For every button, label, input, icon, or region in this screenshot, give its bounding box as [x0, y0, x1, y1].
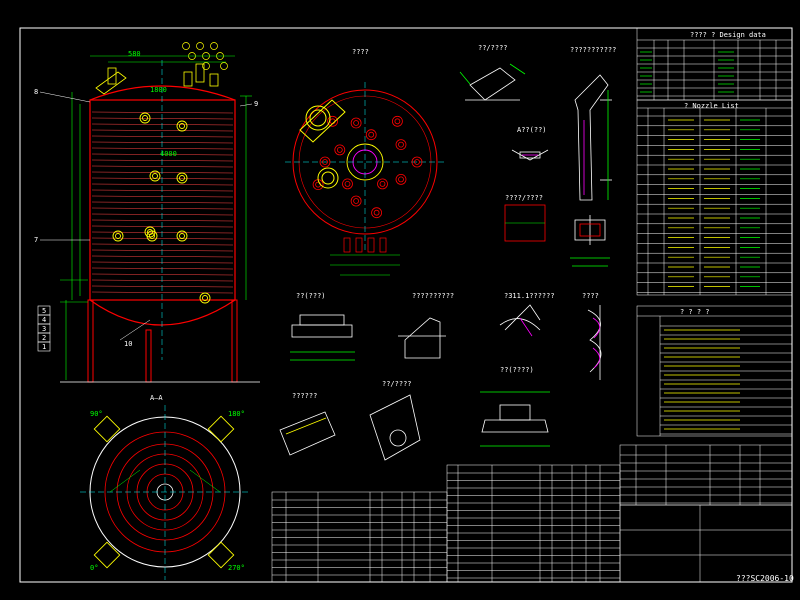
title-block: [619, 504, 793, 583]
detail-label-4: ????/????: [505, 194, 543, 202]
notes-title: ? ? ? ?: [680, 308, 710, 316]
drawing-number: ???SC2006-10: [736, 574, 794, 583]
detail-label-2: ???????????: [570, 46, 617, 54]
detail-label-7: ?311.1??????: [504, 292, 555, 300]
width-dimension: 1800: [150, 86, 167, 94]
sheet-frame: [19, 27, 793, 583]
detail-label-9: ??(????): [500, 366, 534, 374]
part-marker-2: 2: [42, 334, 47, 342]
part-marker-10: 10: [124, 340, 133, 348]
detail-label-1: ??/????: [478, 44, 508, 52]
top-head-plan-view: [285, 82, 445, 276]
technical-notes-table: [636, 305, 793, 437]
ring-dim-1: 90°: [90, 410, 103, 418]
detail-label-8: ????: [582, 292, 599, 300]
part-marker-7: 7: [34, 236, 39, 244]
detail-label-6: ??????????: [412, 292, 455, 300]
part-marker-9: 9: [254, 100, 259, 108]
part-marker-3: 3: [42, 325, 47, 333]
part-marker-4: 4: [42, 316, 47, 324]
top-head-view-label: ????: [352, 48, 369, 56]
part-marker-8: 8: [34, 88, 39, 96]
parts-list-table: [271, 464, 621, 583]
detail-drawings: [279, 63, 612, 461]
section-a-a-plan-view: [80, 405, 250, 580]
ring-dim-3: 270°: [228, 564, 245, 572]
nozzle-list-table: [636, 99, 793, 296]
part-marker-1: 1: [42, 343, 47, 351]
nozzle-list-title: ? Nozzle List: [684, 102, 739, 110]
detail-label-10: ??????: [292, 392, 318, 400]
detail-label-5: ??(???): [296, 292, 326, 300]
part-marker-5: 5: [42, 307, 47, 315]
detail-label-3: A??(??): [517, 126, 547, 134]
section-a-a-label: A—A: [150, 394, 163, 402]
revision-table: [619, 444, 793, 506]
ring-dim-2: 180°: [228, 410, 245, 418]
vessel-elevation-view: [37, 42, 260, 383]
top-dimension: 580: [128, 50, 141, 58]
detail-label-11: ??/????: [382, 380, 412, 388]
design-data-table: [636, 27, 793, 101]
ring-dim-4: 0°: [90, 564, 99, 572]
center-dimension: 4000: [160, 150, 177, 158]
design-data-title: ???? ? Design data: [690, 31, 766, 39]
